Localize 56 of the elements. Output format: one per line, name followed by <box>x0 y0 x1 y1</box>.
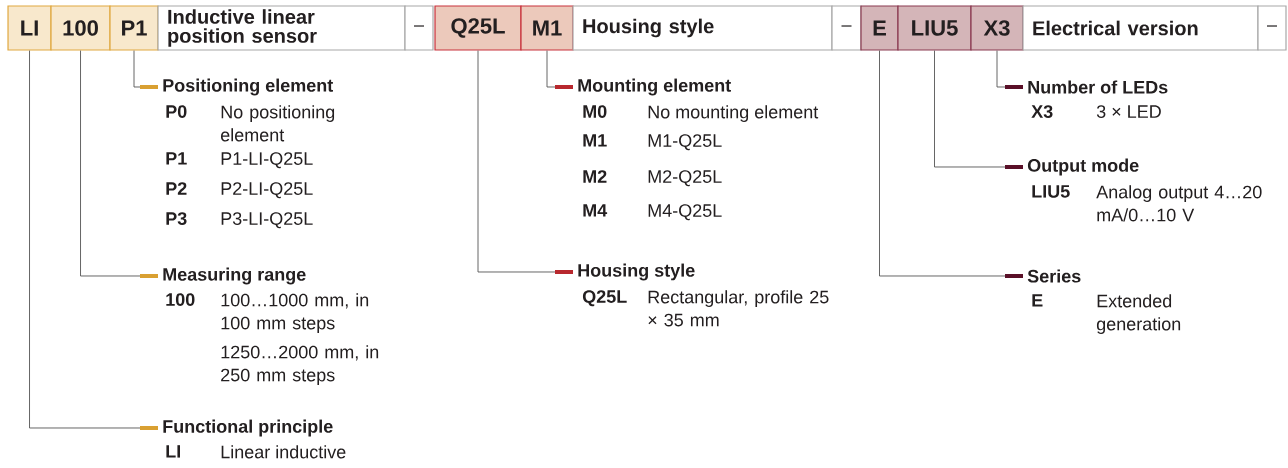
option-description: P3-LI-Q25L <box>221 212 313 229</box>
option-description: 1250…2000 mm, in 250 mm steps <box>221 345 379 385</box>
option-code: P3 <box>166 212 187 225</box>
code-cell: LIU5 <box>897 5 972 51</box>
option-description: 3 × LED <box>1096 105 1161 118</box>
leader-line <box>879 50 1023 278</box>
option-code: 100 <box>166 293 195 306</box>
code-cell: E <box>860 5 899 51</box>
leader-line <box>133 50 158 89</box>
option-code: M4 <box>583 204 608 217</box>
category-heading: Housing style <box>578 263 695 281</box>
option-code: P0 <box>166 105 187 118</box>
category-heading: Number of LEDs <box>1028 80 1168 94</box>
leader-line <box>477 50 573 274</box>
separator-cell: – <box>831 5 862 51</box>
code-cell: LI <box>7 5 52 51</box>
option-code: Q25L <box>582 290 627 307</box>
code-cell: 100 <box>50 5 111 51</box>
option-description: P1-LI-Q25L <box>221 152 313 169</box>
option-code: M0 <box>583 105 607 118</box>
option-description: M4-Q25L <box>648 204 722 221</box>
option-code: LI <box>166 445 180 458</box>
separator-cell: – <box>1257 5 1287 51</box>
option-description: 100…1000 mm, in 100 mm steps <box>221 293 369 333</box>
leader-line <box>996 50 1023 89</box>
code-cell: M1 <box>520 5 574 51</box>
option-description: Analog output 4…20 mA/0…10 V <box>1096 185 1262 222</box>
option-description: No positioning element <box>221 105 335 142</box>
option-code: P2 <box>166 182 187 195</box>
leader-line <box>80 50 158 278</box>
code-cell: X3 <box>970 5 1024 51</box>
category-heading: Functional principle <box>163 419 333 437</box>
option-code: P1 <box>166 152 187 165</box>
category-heading: Mounting element <box>578 78 731 96</box>
option-description: No mounting element <box>648 105 819 122</box>
leader-line <box>934 50 1023 169</box>
code-cell: P1 <box>109 5 159 51</box>
option-code: E <box>1032 294 1043 307</box>
option-description: P2-LI-Q25L <box>221 182 313 199</box>
option-description: M2-Q25L <box>648 170 722 187</box>
category-heading: Series <box>1027 269 1081 283</box>
leader-line <box>546 50 573 89</box>
category-heading: Output mode <box>1027 158 1139 176</box>
option-description: M1-Q25L <box>648 134 722 151</box>
option-code: X3 <box>1031 105 1053 118</box>
category-heading: Measuring range <box>163 267 306 285</box>
category-heading: Positioning element <box>163 78 333 96</box>
code-cell: Q25L <box>434 5 522 51</box>
option-description: Rectangular, profile 25 × 35 mm <box>648 290 829 327</box>
separator-cell: – <box>404 5 434 51</box>
option-description: Linear inductive <box>221 445 346 459</box>
leader-line <box>29 50 158 430</box>
option-description: Extended generation <box>1096 294 1181 334</box>
option-code: M1 <box>583 134 607 147</box>
option-code: M2 <box>583 170 607 183</box>
option-code: LIU5 <box>1032 185 1070 198</box>
